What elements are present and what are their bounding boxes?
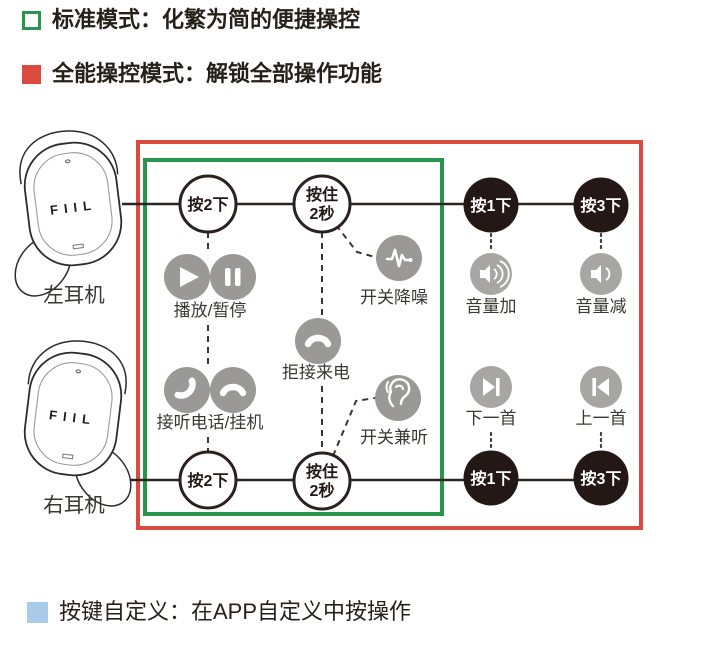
- legend-full-mode: 全能操控模式：解锁全部操作功能: [22, 63, 382, 85]
- blue-square-icon: [27, 601, 48, 623]
- left-top-press2-node: [178, 174, 238, 234]
- pause-icon: [210, 254, 256, 300]
- volume-up-icon: [470, 253, 512, 295]
- ambient-label: 开关兼听: [360, 428, 428, 447]
- left-top-press3-node: [573, 177, 629, 233]
- right-bottom-hold-node: [292, 451, 352, 511]
- legend-standard-mode: 标准模式：化繁为简的便捷操控: [22, 9, 360, 31]
- dash-link-hold-noisecancel: [335, 224, 376, 258]
- hangup-call-icon: [210, 367, 256, 413]
- left-top-press1-node: [463, 177, 519, 233]
- answer-call-icon: [164, 367, 210, 413]
- prev-track-label: 上一首: [576, 409, 627, 428]
- press3-top-label: 按3下: [581, 196, 622, 215]
- left-earbud-illustration: FIIL: [14, 130, 123, 297]
- volume-down-icon: [580, 253, 622, 295]
- press2-bottom-label: 按2下: [188, 471, 229, 490]
- right-earbud-label: 右耳机: [43, 494, 105, 517]
- volume-down-label: 音量减: [576, 297, 627, 316]
- noise-cancel-icon: [376, 235, 422, 281]
- right-bottom-press1-node: [463, 450, 519, 506]
- volume-up-label: 音量加: [466, 297, 517, 316]
- left-top-hold-node: [292, 174, 352, 234]
- prev-track-icon: [580, 366, 622, 408]
- press2-top-label: 按2下: [188, 195, 229, 214]
- right-earbud-illustration: FIIL: [23, 340, 132, 507]
- right-bottom-press3-node: [573, 450, 629, 506]
- next-track-icon: [470, 366, 512, 408]
- red-square-icon: [22, 64, 41, 84]
- dash-link-hold-ambient: [332, 397, 376, 457]
- press1-bottom-label: 按1下: [471, 469, 512, 488]
- brand-logo: FIIL: [49, 197, 98, 218]
- legend-custom-mode-label: 按键自定义：在APP自定义中按操作: [59, 599, 412, 624]
- left-earbud-label: 左耳机: [43, 284, 105, 307]
- right-bottom-press2-node: [178, 450, 238, 510]
- press3-bottom-label: 按3下: [581, 469, 622, 488]
- legend-custom-mode: 按键自定义：在APP自定义中按操作: [27, 601, 411, 623]
- press1-top-label: 按1下: [471, 196, 512, 215]
- play-icon: [164, 254, 210, 300]
- ambient-ear-icon: [375, 375, 421, 421]
- full-mode-zone: [136, 140, 643, 530]
- brand-logo: FIIL: [48, 407, 97, 428]
- reject-call-icon: [295, 318, 341, 364]
- legend-standard-mode-label: 标准模式：化繁为简的便捷操控: [52, 7, 361, 32]
- noise-cancel-label: 开关降噪: [360, 288, 428, 307]
- play-pause-label: 播放/暂停: [174, 301, 247, 320]
- next-track-label: 下一首: [466, 409, 517, 428]
- legend-full-mode-label: 全能操控模式：解锁全部操作功能: [52, 61, 383, 86]
- answer-hangup-label: 接听电话/挂机: [157, 413, 264, 432]
- reject-call-label: 拒接来电: [282, 363, 350, 382]
- standard-mode-zone: [143, 158, 444, 516]
- green-outline-square-icon: [22, 10, 41, 30]
